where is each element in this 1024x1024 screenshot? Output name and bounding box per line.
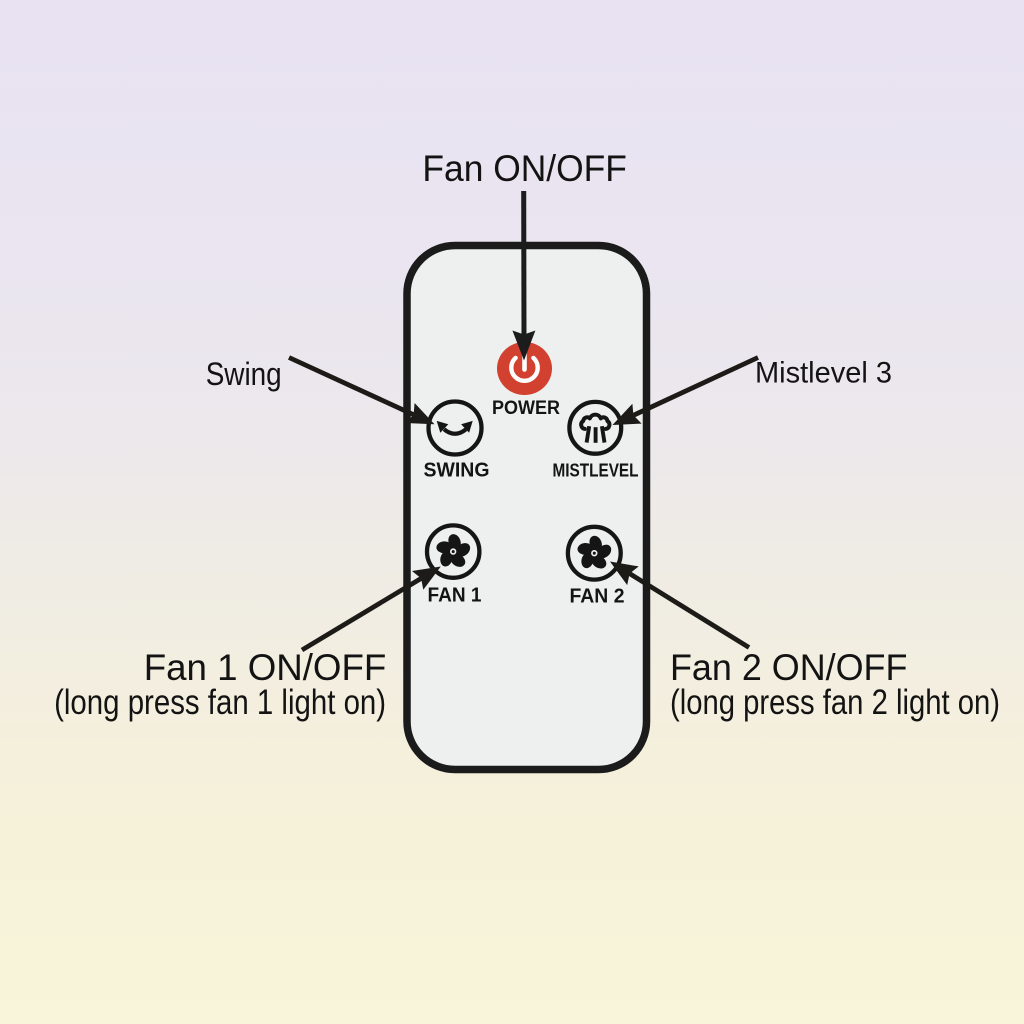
svg-text:Swing: Swing — [206, 356, 282, 392]
svg-text:(long press fan 1 light on): (long press fan 1 light on) — [54, 683, 386, 722]
svg-text:SWING: SWING — [424, 459, 490, 482]
svg-text:POWER: POWER — [492, 398, 560, 419]
svg-text:MISTLEVEL: MISTLEVEL — [553, 460, 639, 481]
svg-text:FAN 2: FAN 2 — [570, 585, 625, 608]
svg-text:(long press fan 2 light on): (long press fan 2 light on) — [670, 683, 1000, 722]
svg-text:Fan ON/OFF: Fan ON/OFF — [422, 147, 627, 189]
svg-text:Mistlevel 3: Mistlevel 3 — [755, 357, 892, 390]
svg-text:Fan 2 ON/OFF: Fan 2 ON/OFF — [670, 647, 907, 688]
svg-text:FAN 1: FAN 1 — [428, 584, 482, 607]
svg-text:Fan 1 ON/OFF: Fan 1 ON/OFF — [144, 647, 387, 688]
